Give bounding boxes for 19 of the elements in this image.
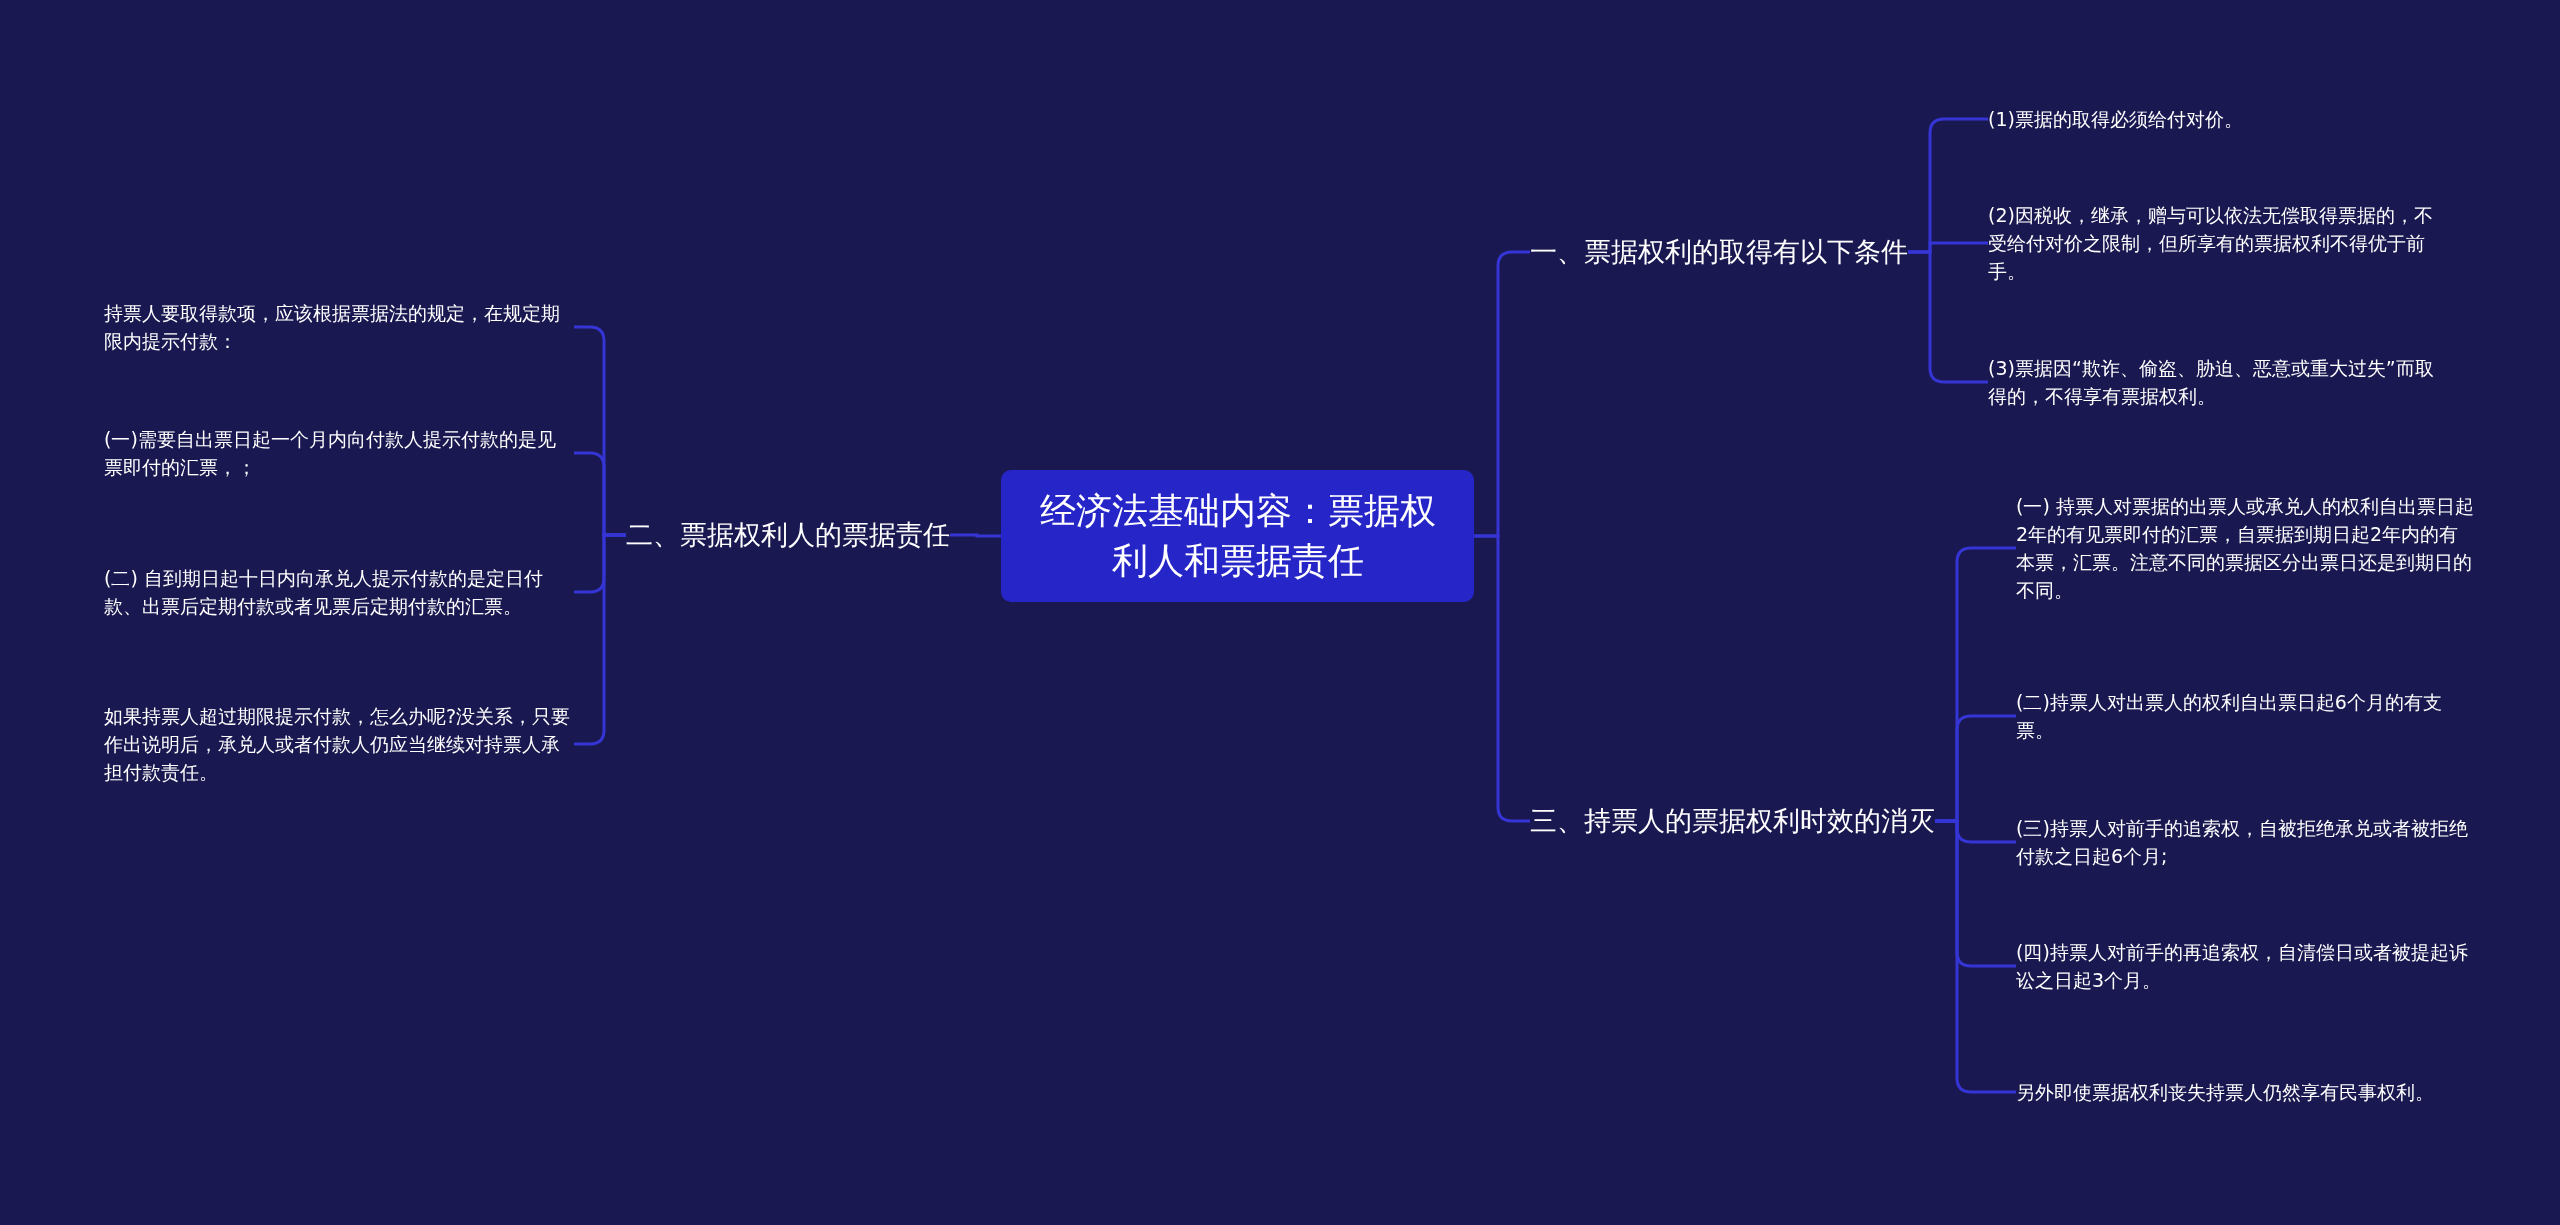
central-topic-box: 经济法基础内容：票据权利人和票据责任: [1001, 470, 1474, 602]
connector-line: [1935, 819, 2016, 1094]
leaf-note: (四)持票人对前手的再追索权，自清偿日或者被提起诉讼之日起3个月。: [2016, 938, 2476, 994]
leaf-note: (二) 自到期日起十日内向承兑人提示付款的是定日付款、出票后定期付款或者见票后定期付款的汇票。: [104, 564, 574, 620]
branch-topic: 二、票据权利人的票据责任: [626, 517, 950, 553]
branch-topic: 三、持票人的票据权利时效的消灭: [1530, 803, 1935, 839]
leaf-note: 持票人要取得款项，应该根据票据法的规定，在规定期限内提示付款：: [104, 299, 574, 355]
leaf-note: (二)持票人对出票人的权利自出票日起6个月的有支票。: [2016, 688, 2476, 744]
connector-line: [950, 533, 1001, 538]
branch-topic: 一、票据权利的取得有以下条件: [1530, 234, 1908, 270]
leaf-note: (3)票据因“欺诈、偷盗、胁迫、恶意或重大过失”而取得的，不得享有票据权利。: [1988, 354, 2448, 410]
leaf-note: 如果持票人超过期限提示付款，怎么办呢?没关系，只要作出说明后，承兑人或者付款人仍应当继续对持票人承担付款责任。: [104, 702, 574, 786]
leaf-note: (三)持票人对前手的追索权，自被拒绝承兑或者被拒绝付款之日起6个月;: [2016, 814, 2476, 870]
connector-line: [1908, 250, 1988, 384]
leaf-note: (1)票据的取得必须给付对价。: [1988, 105, 2448, 133]
leaf-note: 另外即使票据权利丧失持票人仍然享有民事权利。: [2016, 1078, 2476, 1106]
leaf-note: (2)因税收，继承，赠与可以依法无偿取得票据的，不受给付对价之限制，但所享有的票据权利不得优于前手。: [1988, 201, 2448, 285]
leaf-note: (一)需要自出票日起一个月内向付款人提示付款的是见票即付的汇票，；: [104, 425, 574, 481]
leaf-note: (一) 持票人对票据的出票人或承兑人的权利自出票日起2年的有见票即付的汇票，自票据到期日起2年内的有本票，汇票。注意不同的票据区分出票日还是到期日的不同。: [2016, 492, 2476, 604]
